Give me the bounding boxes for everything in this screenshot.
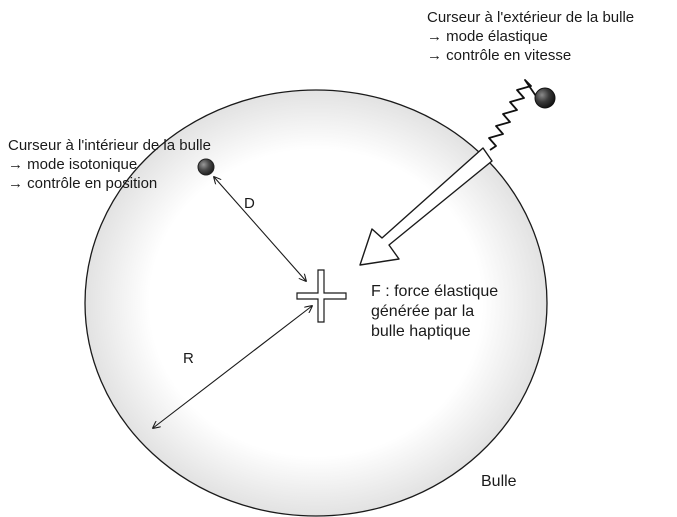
force-label-line2: générée par la <box>371 303 475 320</box>
bubble-label: Bulle <box>481 473 517 490</box>
radius-label: R <box>183 350 194 367</box>
radius-arrow <box>153 306 312 428</box>
inside-label-control: → contrôle en position <box>8 175 158 192</box>
bubble-center-cross <box>296 269 347 323</box>
elastic-force-arrow <box>359 147 493 266</box>
outside-label-mode: → mode élastique <box>427 28 548 45</box>
outside-cursor-ball <box>534 87 556 109</box>
spring <box>488 79 539 151</box>
inside-label-title: Curseur à l'intérieur de la bulle <box>8 137 211 154</box>
outside-label-title: Curseur à l'extérieur de la bulle <box>427 9 635 26</box>
force-label-line3: bulle haptique <box>371 323 471 340</box>
outside-cursor-label: Curseur à l'extérieur de la bulle → mode… <box>427 8 634 65</box>
inside-cursor-label: Curseur à l'intérieur de la bulle → mode… <box>8 136 211 193</box>
inside-cursor-ball <box>197 158 215 176</box>
force-label-line1: F : force élastique <box>371 283 499 300</box>
outside-label-control: → contrôle en vitesse <box>427 47 572 64</box>
distance-arrow <box>214 177 306 281</box>
distance-label: D <box>244 195 255 212</box>
force-label: F : force élastique générée par la bulle… <box>371 282 498 342</box>
inside-label-mode: → mode isotonique <box>8 156 138 173</box>
